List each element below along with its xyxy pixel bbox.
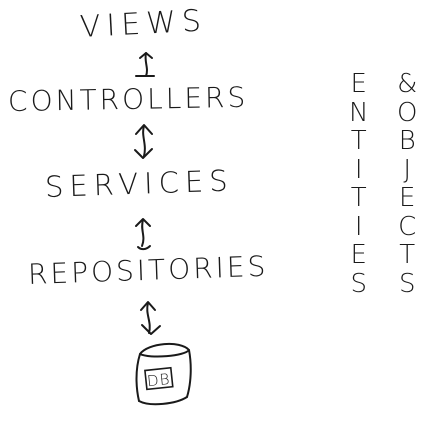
- objects-letter: &: [397, 69, 418, 99]
- arrow-views-controllers: [135, 52, 155, 77]
- entities-letter: I: [354, 211, 363, 242]
- database-label: DB: [146, 370, 171, 390]
- arrow-repositories-db: [140, 301, 161, 335]
- objects-letter: J: [403, 154, 412, 185]
- objects-letter: T: [399, 240, 416, 270]
- objects-letter: E: [399, 183, 416, 213]
- database-icon: [135, 342, 192, 406]
- objects-letter: C: [398, 211, 417, 242]
- database-label-frame: [144, 366, 174, 391]
- entities-letter: T: [350, 126, 367, 156]
- objects-letter: O: [397, 97, 418, 128]
- entities-letter: E: [350, 69, 367, 99]
- objects-letter: S: [398, 268, 416, 299]
- entities-letter: S: [350, 268, 367, 299]
- objects-letter: B: [398, 126, 416, 156]
- entities-letter: I: [354, 154, 363, 185]
- entities-letter: N: [349, 97, 369, 128]
- entities-letter: E: [350, 240, 367, 270]
- arrow-services-repositories: [135, 218, 151, 251]
- arrow-controllers-services: [134, 124, 153, 159]
- entities-letter: T: [350, 183, 367, 213]
